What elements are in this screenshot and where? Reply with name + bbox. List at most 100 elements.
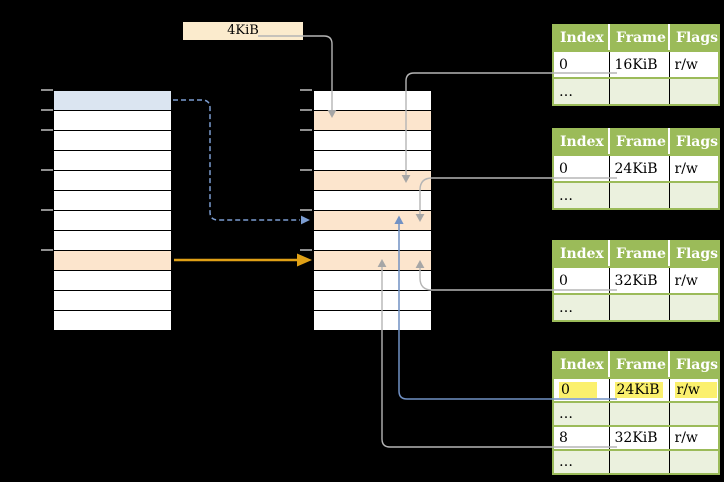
table-cell: [669, 293, 719, 321]
page-size-label: 4KiB: [183, 22, 303, 40]
virtual-memory-row: [54, 151, 171, 171]
virtual-memory-row: [54, 191, 171, 211]
table-cell: r/w: [669, 266, 719, 294]
table-cell: 16KiB: [609, 50, 670, 78]
physical-memory-row: [314, 271, 431, 291]
address-tick: [300, 109, 312, 111]
table-cell: …: [553, 77, 610, 105]
address-tick: [300, 249, 312, 251]
virtual-memory-row: [54, 211, 171, 231]
table-cell: 24KiB: [609, 154, 670, 182]
table-cell: 0: [553, 377, 610, 402]
column-header-frame: Frame: [609, 129, 670, 156]
arrow-vpage0-to-frame-24kib: [173, 99, 310, 225]
table-cell: …: [553, 293, 610, 321]
column-header-flags: Flags: [669, 25, 719, 52]
column-header-index: Index: [553, 352, 610, 379]
virtual-memory-row: [54, 171, 171, 191]
table-cell: [609, 401, 670, 426]
table-cell: …: [553, 181, 610, 209]
physical-memory-row: [314, 291, 431, 311]
table-cell: 8: [553, 425, 610, 450]
address-tick: [41, 169, 53, 171]
arrow-vpage8-to-frame-32kib: [174, 253, 312, 267]
table-cell: 0: [553, 154, 610, 182]
column-header-index: Index: [553, 241, 610, 268]
virtual-memory-row: [54, 311, 171, 330]
table-cell: 0: [553, 266, 610, 294]
physical-memory-column: [313, 90, 432, 331]
virtual-memory-row: [54, 131, 171, 151]
column-header-flags: Flags: [669, 129, 719, 156]
table-row: …: [553, 401, 719, 426]
address-tick: [41, 129, 53, 131]
column-header-frame: Frame: [609, 241, 670, 268]
table-cell: r/w: [669, 154, 719, 182]
table-row: 0 24KiB r/w: [553, 377, 719, 402]
table-cell: 0: [553, 50, 610, 78]
table-row: …: [553, 181, 719, 209]
column-header-flags: Flags: [669, 241, 719, 268]
physical-memory-row: [314, 171, 431, 191]
table-cell: [669, 181, 719, 209]
address-tick: [41, 89, 53, 91]
physical-memory-row: [314, 211, 431, 231]
address-tick: [300, 129, 312, 131]
address-tick: [41, 109, 53, 111]
physical-memory-row: [314, 131, 431, 151]
physical-memory-row: [314, 231, 431, 251]
virtual-memory-row: [54, 91, 171, 111]
physical-memory-row: [314, 251, 431, 271]
virtual-memory-row: [54, 251, 171, 271]
table-cell: r/w: [669, 377, 719, 402]
table-cell: r/w: [669, 50, 719, 78]
address-tick: [300, 169, 312, 171]
virtual-memory-column: [53, 90, 172, 331]
physical-memory-row: [314, 191, 431, 211]
virtual-memory-row: [54, 231, 171, 251]
column-header-frame: Frame: [609, 25, 670, 52]
physical-memory-row: [314, 91, 431, 111]
table-cell: [669, 77, 719, 105]
table-cell: [609, 77, 670, 105]
table-row: …: [553, 77, 719, 105]
virtual-memory-row: [54, 291, 171, 311]
table-cell: [609, 293, 670, 321]
highlighted-value: 24KiB: [614, 382, 663, 398]
table-cell: …: [553, 449, 610, 474]
address-tick: [300, 209, 312, 211]
column-header-index: Index: [553, 25, 610, 52]
table-cell: [609, 449, 670, 474]
table-cell: 32KiB: [609, 425, 670, 450]
address-tick: [41, 209, 53, 211]
table-cell: 24KiB: [609, 377, 670, 402]
column-header-index: Index: [553, 129, 610, 156]
table-cell: [669, 401, 719, 426]
address-tick: [300, 89, 312, 91]
column-header-frame: Frame: [609, 352, 670, 379]
table-row: …: [553, 293, 719, 321]
address-tick: [41, 249, 53, 251]
virtual-memory-row: [54, 271, 171, 291]
table-row: …: [553, 449, 719, 474]
highlighted-value: r/w: [674, 382, 717, 398]
highlighted-value: 0: [559, 382, 597, 398]
table-cell: 32KiB: [609, 266, 670, 294]
physical-memory-row: [314, 151, 431, 171]
table-cell: …: [553, 401, 610, 426]
